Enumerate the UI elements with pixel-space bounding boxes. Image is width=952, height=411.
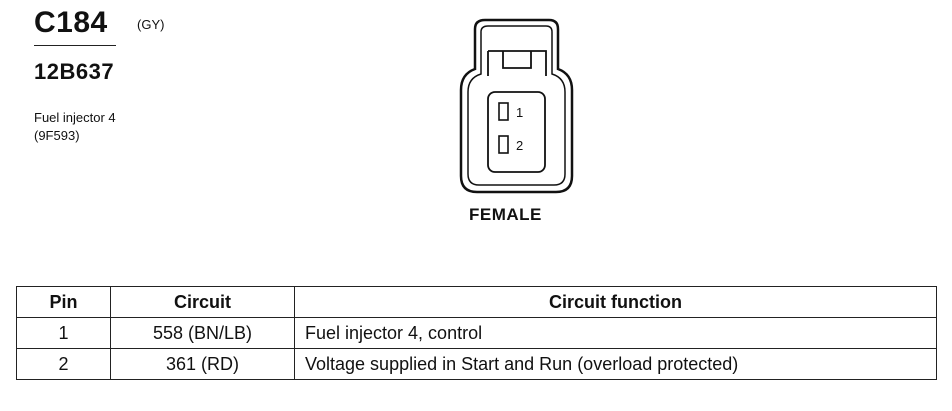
cell-pin: 1 (16, 317, 111, 349)
connector-housing-outer (459, 18, 574, 194)
cell-circuit: 361 (RD) (110, 348, 295, 380)
header-circuit-function: Circuit function (294, 286, 937, 318)
table-row: 1 558 (BN/LB) Fuel injector 4, control (16, 317, 937, 349)
header-pin: Pin (16, 286, 111, 318)
pin-terminal-2 (498, 135, 509, 154)
pin-cavity-block (487, 91, 546, 173)
cell-circuit-function: Fuel injector 4, control (294, 317, 937, 349)
header-circuit: Circuit (110, 286, 295, 318)
cell-circuit-function: Voltage supplied in Start and Run (overl… (294, 348, 937, 380)
connector-lock-tab (487, 50, 547, 76)
pin-label-2: 2 (516, 138, 523, 153)
connector-housing-inner (467, 25, 566, 186)
connector-id: C184 (34, 6, 108, 39)
cell-circuit: 558 (BN/LB) (110, 317, 295, 349)
component-code: (9F593) (34, 128, 80, 143)
pin-label-1: 1 (516, 105, 523, 120)
connector-face-diagram: 1 2 (459, 18, 574, 194)
part-number: 12B637 (34, 59, 115, 84)
color-code: (GY) (137, 17, 165, 32)
connector-gender-label: FEMALE (469, 205, 542, 224)
table-row: 2 361 (RD) Voltage supplied in Start and… (16, 348, 937, 380)
component-description: Fuel injector 4 (34, 110, 116, 125)
title-divider (34, 45, 116, 46)
pinout-table: Pin Circuit Circuit function 1 558 (BN/L… (16, 286, 937, 380)
table-header-row: Pin Circuit Circuit function (16, 286, 937, 318)
cell-pin: 2 (16, 348, 111, 380)
pin-terminal-1 (498, 102, 509, 121)
